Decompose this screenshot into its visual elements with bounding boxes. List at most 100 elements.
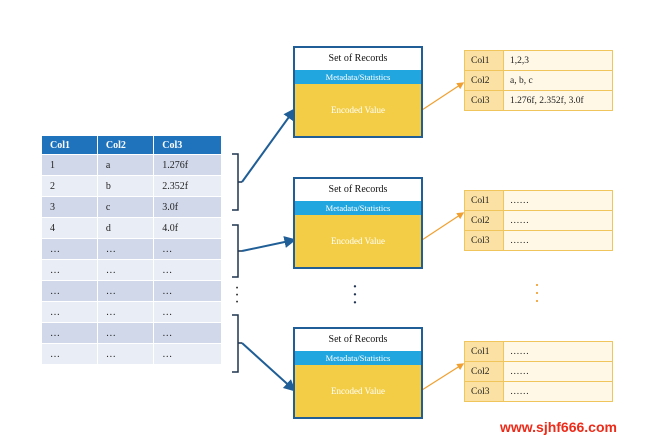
- table-cell: …: [153, 301, 222, 323]
- watermark-text: www.sjhf666.com: [500, 419, 617, 435]
- table-row: Col1……: [464, 341, 613, 362]
- record-block-title: Set of Records: [328, 334, 388, 345]
- table-cell: 1: [42, 154, 98, 176]
- vertical-ellipsis-icon: ···: [351, 276, 359, 314]
- column-key: Col2: [464, 70, 504, 91]
- column-value: ……: [503, 210, 613, 231]
- brace-group-3: [232, 314, 242, 373]
- table-row: Col2……: [464, 361, 613, 382]
- column-key: Col2: [464, 361, 504, 382]
- column-value: ……: [503, 341, 613, 362]
- arrow-to-block-1: [241, 108, 296, 183]
- arrow-to-values-1: [421, 82, 465, 111]
- table-cell: 4: [42, 217, 98, 239]
- table-cell: …: [42, 301, 98, 323]
- record-block-3: Set of Records Metadata/Statistics Encod…: [293, 327, 423, 419]
- record-block-title: Set of Records: [328, 53, 388, 64]
- source-table-header: Col1 Col2 Col3: [42, 136, 222, 155]
- table-cell: 1.276f: [153, 154, 222, 176]
- arrow-to-block-2: [241, 236, 297, 252]
- table-cell: …: [97, 343, 155, 365]
- table-cell: d: [97, 217, 155, 239]
- table-cell: …: [153, 280, 222, 302]
- column-value: ……: [503, 230, 613, 251]
- column-key: Col3: [464, 90, 504, 111]
- table-row: Col2……: [464, 210, 613, 231]
- arrow-to-values-3: [421, 363, 465, 391]
- table-row: ………: [42, 301, 222, 323]
- table-cell: …: [42, 322, 98, 344]
- table-cell: b: [97, 175, 155, 197]
- table-row: ………: [42, 259, 222, 281]
- header-cell: Col3: [153, 136, 222, 155]
- table-cell: 2: [42, 175, 98, 197]
- encoded-value-area: Encoded Value: [295, 365, 421, 417]
- column-key: Col2: [464, 210, 504, 231]
- table-row: ………: [42, 238, 222, 260]
- column-key: Col1: [464, 341, 504, 362]
- table-cell: …: [97, 301, 155, 323]
- column-value: 1.276f, 2.352f, 3.0f: [503, 90, 613, 111]
- table-row: ………: [42, 343, 222, 365]
- encoded-value-area: Encoded Value: [295, 215, 421, 267]
- table-cell: …: [153, 238, 222, 260]
- table-cell: …: [97, 280, 155, 302]
- table-cell: a: [97, 154, 155, 176]
- table-cell: …: [153, 259, 222, 281]
- metadata-band: Metadata/Statistics: [295, 351, 421, 365]
- table-cell: …: [97, 259, 155, 281]
- table-row: ………: [42, 280, 222, 302]
- table-cell: 3: [42, 196, 98, 218]
- column-value: 1,2,3: [503, 50, 613, 71]
- table-row: Col3……: [464, 381, 613, 402]
- column-key: Col1: [464, 50, 504, 71]
- column-values-table-2: Col1…… Col2…… Col3……: [464, 190, 613, 251]
- brace-group-2: [232, 224, 242, 278]
- header-cell: Col2: [97, 136, 155, 155]
- record-block-title: Set of Records: [328, 184, 388, 195]
- table-cell: 3.0f: [153, 196, 222, 218]
- record-block-1: Set of Records Metadata/Statistics Encod…: [293, 46, 423, 138]
- column-value: ……: [503, 361, 613, 382]
- column-value: ……: [503, 381, 613, 402]
- table-cell: …: [42, 238, 98, 260]
- table-cell: …: [42, 280, 98, 302]
- column-values-table-3: Col1…… Col2…… Col3……: [464, 341, 613, 402]
- encoded-value-area: Encoded Value: [295, 84, 421, 136]
- table-cell: …: [97, 238, 155, 260]
- vertical-ellipsis-icon: ···: [534, 275, 540, 311]
- record-block-2: Set of Records Metadata/Statistics Encod…: [293, 177, 423, 269]
- table-cell: 2.352f: [153, 175, 222, 197]
- brace-group-1: [232, 153, 242, 211]
- table-cell: …: [153, 343, 222, 365]
- column-key: Col3: [464, 230, 504, 251]
- metadata-band: Metadata/Statistics: [295, 201, 421, 215]
- column-value: ……: [503, 190, 613, 211]
- table-cell: …: [42, 343, 98, 365]
- column-key: Col3: [464, 381, 504, 402]
- header-cell: Col1: [42, 136, 98, 155]
- column-key: Col1: [464, 190, 504, 211]
- table-cell: …: [153, 322, 222, 344]
- table-cell: c: [97, 196, 155, 218]
- arrow-to-block-3: [241, 342, 296, 392]
- table-cell: …: [97, 322, 155, 344]
- metadata-band: Metadata/Statistics: [295, 70, 421, 84]
- table-row: Col3……: [464, 230, 613, 251]
- arrow-to-values-2: [421, 212, 465, 241]
- table-row: Col1……: [464, 190, 613, 211]
- table-row: ………: [42, 322, 222, 344]
- table-cell: 4.0f: [153, 217, 222, 239]
- column-value: a, b, c: [503, 70, 613, 91]
- vertical-ellipsis-icon: ···: [234, 280, 240, 311]
